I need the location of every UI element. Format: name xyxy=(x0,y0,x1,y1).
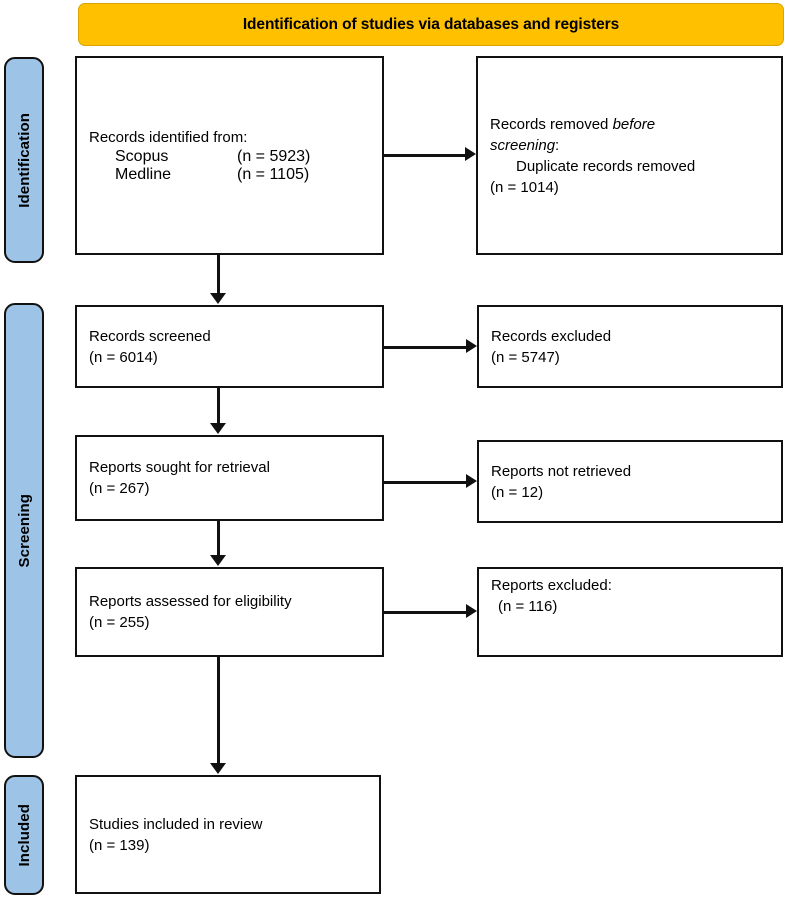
reports-not-retrieved-label: Reports not retrieved xyxy=(491,462,632,480)
records-excluded-count: (n = 5747) xyxy=(491,348,560,366)
connector-screened-to-sought xyxy=(217,388,220,425)
reports-excluded-count: (n = 116) xyxy=(498,598,558,615)
arrowhead-down-icon xyxy=(210,293,226,304)
connector-assessed-to-included xyxy=(217,657,220,765)
records-screened-label: Records screened xyxy=(89,327,211,345)
arrowhead-down-icon xyxy=(210,423,226,434)
arrowhead-right-icon xyxy=(466,604,477,618)
connector-identified-to-screened xyxy=(217,255,220,295)
records-screened-count: (n = 6014) xyxy=(89,348,158,366)
stage-label-included: Included xyxy=(15,803,33,867)
records-removed-line1: Records removed before xyxy=(490,114,769,135)
stage-bar-included: Included xyxy=(4,775,44,895)
connector-sought-to-not-retrieved xyxy=(384,481,468,484)
arrowhead-right-icon xyxy=(466,474,477,488)
records-excluded-label: Records excluded xyxy=(491,327,612,345)
connector-screened-to-excluded xyxy=(384,346,468,349)
reports-sought-label: Reports sought for retrieval xyxy=(89,459,270,476)
arrowhead-down-icon xyxy=(210,763,226,774)
records-removed-prefix: Records removed xyxy=(490,115,613,133)
diagram-banner: Identification of studies via databases … xyxy=(78,3,784,46)
box-reports-sought: Reports sought for retrieval (n = 267) xyxy=(75,435,384,521)
connector-assessed-to-reports-excluded xyxy=(384,611,468,614)
duplicate-records-removed-count: (n = 1014) xyxy=(490,178,559,196)
studies-included-label: Studies included in review xyxy=(89,815,263,833)
records-identified-heading: Records identified from: xyxy=(89,129,248,146)
records-removed-colon: : xyxy=(555,136,560,154)
box-records-excluded: Records excluded (n = 5747) xyxy=(477,305,783,388)
duplicate-records-removed-label: Duplicate records removed xyxy=(516,157,696,175)
banner-title: Identification of studies via databases … xyxy=(242,15,620,33)
reports-excluded-label: Reports excluded: xyxy=(491,577,612,594)
stage-bar-screening: Screening xyxy=(4,303,44,758)
connector-sought-to-assessed xyxy=(217,521,220,557)
box-studies-included: Studies included in review (n = 139) xyxy=(75,775,381,894)
box-records-screened: Records screened (n = 6014) xyxy=(75,305,384,388)
reports-sought-count: (n = 267) xyxy=(89,480,150,497)
reports-not-retrieved-count: (n = 12) xyxy=(491,483,544,501)
source-count-medline: (n = 1105) xyxy=(237,166,310,183)
box-records-identified: Records identified from: Scopus (n = 592… xyxy=(75,56,384,255)
stage-bar-identification: Identification xyxy=(4,57,44,263)
arrowhead-right-icon xyxy=(465,147,476,161)
box-reports-excluded: Reports excluded: (n = 116) xyxy=(477,567,783,657)
records-removed-italic-screening: screening xyxy=(490,136,556,154)
source-row-medline: Medline (n = 1105) xyxy=(89,166,370,184)
studies-included-count: (n = 139) xyxy=(89,836,150,854)
stage-label-screening: Screening xyxy=(15,493,33,568)
connector-identified-to-removed xyxy=(384,154,467,157)
reports-assessed-label: Reports assessed for eligibility xyxy=(89,593,292,610)
box-reports-not-retrieved: Reports not retrieved (n = 12) xyxy=(477,440,783,523)
source-row-scopus: Scopus (n = 5923) xyxy=(89,148,370,166)
records-removed-italic-before: before xyxy=(612,115,656,133)
arrowhead-right-icon xyxy=(466,339,477,353)
box-records-removed: Records removed before screening: Duplic… xyxy=(476,56,783,255)
source-name-medline: Medline xyxy=(115,166,172,183)
records-removed-line2: screening: xyxy=(490,135,769,156)
box-reports-assessed: Reports assessed for eligibility (n = 25… xyxy=(75,567,384,657)
arrowhead-down-icon xyxy=(210,555,226,566)
source-name-scopus: Scopus xyxy=(115,148,169,165)
source-count-scopus: (n = 5923) xyxy=(237,148,311,165)
reports-assessed-count: (n = 255) xyxy=(89,614,150,631)
stage-label-identification: Identification xyxy=(15,112,33,208)
